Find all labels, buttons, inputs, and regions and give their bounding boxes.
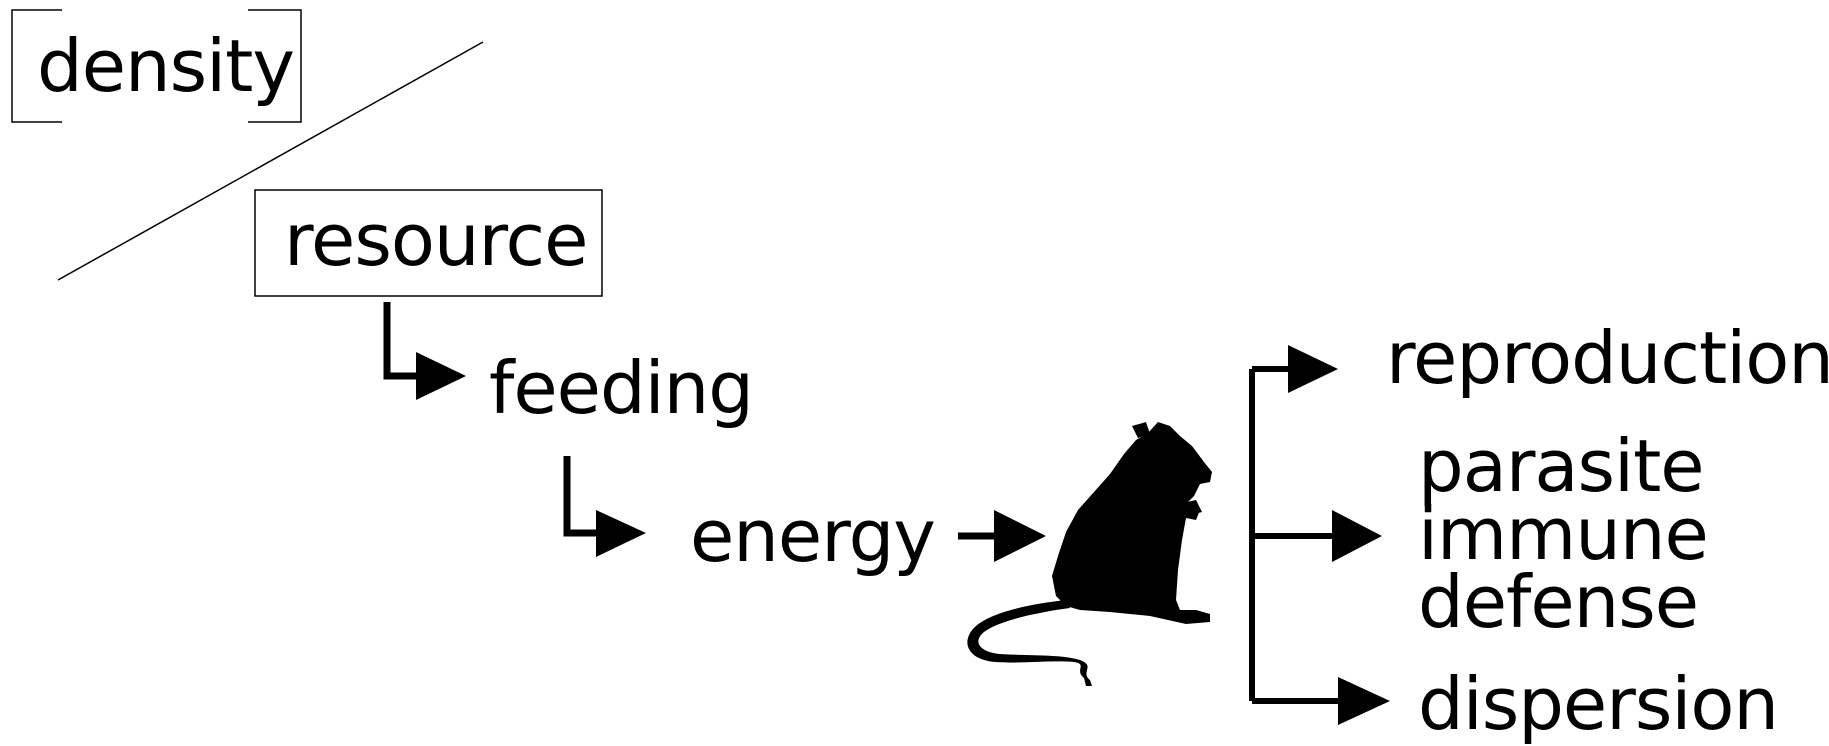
arrow-right-icon [416,352,466,400]
resource-box [254,189,603,297]
density-label: density [37,24,295,108]
arrow-right-icon [1288,345,1338,393]
reproduction-label: reproduction [1386,316,1829,400]
defense-line: defense [1418,560,1699,644]
slash-line [57,41,484,281]
output-bracket [1249,366,1342,704]
feeding-label: feeding [489,346,754,430]
dispersion-label: dispersion [1418,662,1779,746]
density-bracket-box [11,9,302,123]
parasite-line: parasite [1418,424,1705,508]
arrow-right-icon [1332,510,1382,562]
immune-line: immune [1418,492,1709,576]
arrow-right-icon [1338,677,1390,725]
feeding-to-energy-arrow [563,456,646,557]
arrow-right-icon [994,510,1046,562]
parasite-immune-defense-label: parasite immune defense [1418,424,1709,644]
energy-to-animal-arrow [958,510,1046,562]
arrow-right-icon [596,510,646,557]
energy-label: energy [690,494,936,578]
rodent-silhouette-icon [967,422,1212,686]
resource-to-feeding-arrow [383,302,466,400]
resource-label: resource [284,198,588,282]
